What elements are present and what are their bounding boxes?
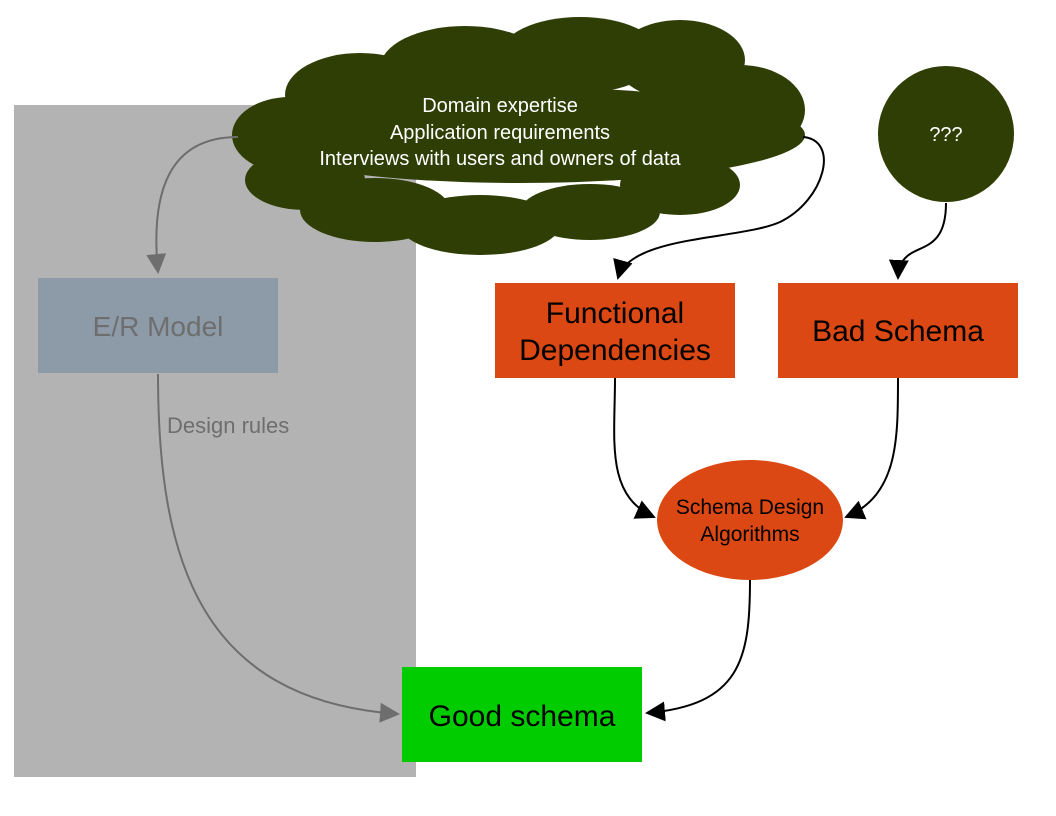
bad-schema-node: Bad Schema xyxy=(778,283,1018,378)
functional-deps-line-2: Dependencies xyxy=(519,334,711,367)
algorithms-line-2: Algorithms xyxy=(700,523,799,546)
functional-deps-line-1: Functional xyxy=(546,297,684,330)
algorithms-line-1: Schema Design xyxy=(676,496,824,519)
schema-design-algorithms-node: Schema Design Algorithms xyxy=(657,460,843,580)
good-schema-label: Good schema xyxy=(429,700,616,733)
bad-schema-label: Bad Schema xyxy=(812,315,984,348)
cloud-line-1: Domain expertise xyxy=(422,95,578,117)
edge-unknown-to-bad-schema xyxy=(888,202,947,280)
design-rules-label: Design rules xyxy=(167,413,289,438)
edge-cloud-to-functional-deps xyxy=(613,136,825,280)
functional-dependencies-node: Functional Dependencies xyxy=(495,283,735,378)
edge-cloud-to-er-model xyxy=(146,136,239,274)
edge-bad-schema-to-algorithms xyxy=(844,377,899,520)
edge-algorithms-to-good-schema xyxy=(645,579,751,722)
er-model-label: E/R Model xyxy=(93,311,224,342)
requirements-cloud: Domain expertise Application requirement… xyxy=(232,17,805,255)
good-schema-node: Good schema xyxy=(402,667,642,762)
edge-er-model-to-good-schema xyxy=(157,373,400,723)
er-model-node: E/R Model xyxy=(38,278,278,373)
unknown-node: ??? xyxy=(878,66,1014,202)
unknown-label: ??? xyxy=(929,124,962,146)
cloud-line-2: Application requirements xyxy=(390,122,610,144)
cloud-line-3: Interviews with users and owners of data xyxy=(319,148,681,170)
edge-functional-deps-to-algorithms xyxy=(613,377,656,519)
